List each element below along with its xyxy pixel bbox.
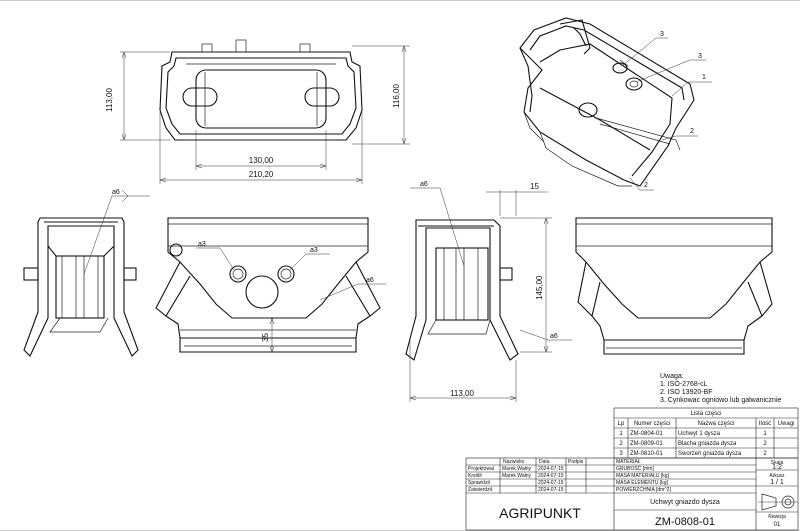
tb-name-1: Marek Wałny	[502, 466, 531, 472]
parts-row-3-number: ZM-0810-01	[630, 451, 663, 457]
tb-date-1: 2024-07-15	[538, 466, 564, 472]
parts-list-title: Lista części	[690, 411, 721, 417]
parts-row-3-name: Sworzeń gniazda dysza	[678, 451, 742, 457]
tb-role-1: Projektował	[468, 466, 495, 472]
parts-row-1-qty: 1	[763, 431, 767, 437]
dim-145: 145,00	[535, 275, 544, 300]
projection-symbol-icon	[758, 493, 798, 511]
weld-a6-front: a6	[366, 277, 374, 284]
tb-col-name: Nazwisko	[503, 459, 525, 465]
balloon-2a: 2	[690, 128, 694, 135]
dim-116-vertical: 116,00	[392, 84, 401, 108]
parts-row-3-qty: 2	[763, 451, 767, 457]
weld-a6-side: a6	[550, 333, 558, 340]
balloon-3a: 3	[660, 31, 664, 38]
parts-header-qty: Ilość	[759, 421, 771, 427]
front-view: a3 a3 a6 35	[155, 217, 386, 353]
balloon-2b: 2	[644, 182, 648, 189]
scale-label: Skala	[771, 460, 784, 466]
balloon-3b: 3	[698, 53, 702, 60]
weld-a6-left: a6	[112, 189, 120, 196]
tb-field-1: MATERIAŁ	[616, 459, 641, 465]
note-3: 3. Cynkowac ogniowo lub galwanicznie	[660, 397, 782, 404]
tb-field-5: POWIERZCHNIA [dm^2]	[616, 487, 671, 493]
weld-a3-right: a3	[310, 247, 318, 254]
left-side-view: a6	[23, 189, 150, 357]
drawing-number: ZM-0808-01	[655, 516, 715, 528]
revision-value: 01	[774, 522, 781, 528]
parts-list-table: Lista części Lp Numer części Nazwa częśc…	[613, 407, 799, 459]
parts-row-3-lp: 3	[619, 451, 623, 457]
dim-35: 35	[261, 333, 270, 342]
parts-header-notes: Uwagi	[778, 421, 795, 427]
tb-role-4: Zatwierdził	[468, 487, 493, 493]
parts-header-number: Numer części	[634, 421, 670, 427]
parts-header-name: Nazwa części	[698, 421, 735, 427]
tb-date-2: 2024-07-15	[538, 473, 564, 479]
dim-113-horizontal: 113,00	[450, 389, 474, 398]
top-view	[159, 39, 363, 141]
dim-15: 15	[530, 182, 539, 191]
parts-row-1-name: Uchwyt 1 dysza	[678, 431, 721, 437]
tb-role-3: Sprawdził	[468, 480, 491, 486]
tb-name-2: Marek Wałny	[502, 473, 531, 479]
part-balloons: 3 3 1 2 2	[621, 31, 712, 191]
company-name: AGRIPUNKT	[499, 505, 581, 521]
note-2: 2. ISO 13920-BF	[660, 389, 713, 396]
balloon-1: 1	[702, 74, 706, 81]
scale-value: 1:2	[772, 464, 782, 471]
sheet-value: 1 / 1	[770, 479, 784, 486]
sheet-label: Arkusz	[769, 473, 785, 479]
weld-a6-right: a6	[420, 181, 428, 188]
revision-label: Rewizja	[768, 514, 786, 520]
tb-col-date: Data	[539, 459, 550, 465]
parts-row-2-qty: 2	[763, 441, 767, 447]
dim-130: 130,00	[249, 156, 274, 165]
part-name: Uchwyt gniazdo dysza	[650, 499, 720, 506]
tb-date-4: 2024-07-15	[538, 487, 564, 493]
parts-row-1-number: ZM-0804-01	[630, 431, 663, 437]
parts-row-2-lp: 2	[619, 441, 623, 447]
note-1: 1. ISO-2768-cL	[660, 381, 708, 388]
notes-title: Uwaga:	[660, 373, 684, 380]
dim-210: 210,20	[249, 170, 274, 179]
parts-row-2-name: Blacha gniazda dysza	[678, 441, 737, 447]
right-side-view: a6 15 145,00 113,00 a6	[405, 181, 572, 402]
tb-col-sign: Podpis	[568, 459, 584, 465]
top-view-dimensions: 113,00 116,00 130,00 210,20	[105, 45, 410, 184]
dim-113-vertical: 113,00	[105, 88, 114, 112]
tb-field-2: GRUBOŚĆ [mm]	[616, 464, 654, 472]
tb-field-4: MASA ELEMENTU [kg]	[616, 480, 669, 486]
title-block: Nazwisko Data Podpis Projektował Marek W…	[465, 457, 799, 531]
parts-header-lp: Lp	[618, 421, 625, 427]
rear-view	[575, 217, 773, 355]
parts-row-1-lp: 1	[619, 431, 623, 437]
tb-role-2: Kreślił	[468, 473, 483, 479]
isometric-view	[519, 17, 695, 187]
weld-a3-left: a3	[198, 241, 206, 248]
tb-field-3: MASA MATERIAŁU [kg]	[616, 473, 670, 479]
notes: Uwaga: 1. ISO-2768-cL 2. ISO 13920-BF 3.…	[660, 373, 782, 404]
parts-row-2-number: ZM-0809-01	[630, 441, 663, 447]
tb-date-3: 2024-07-15	[538, 480, 564, 486]
